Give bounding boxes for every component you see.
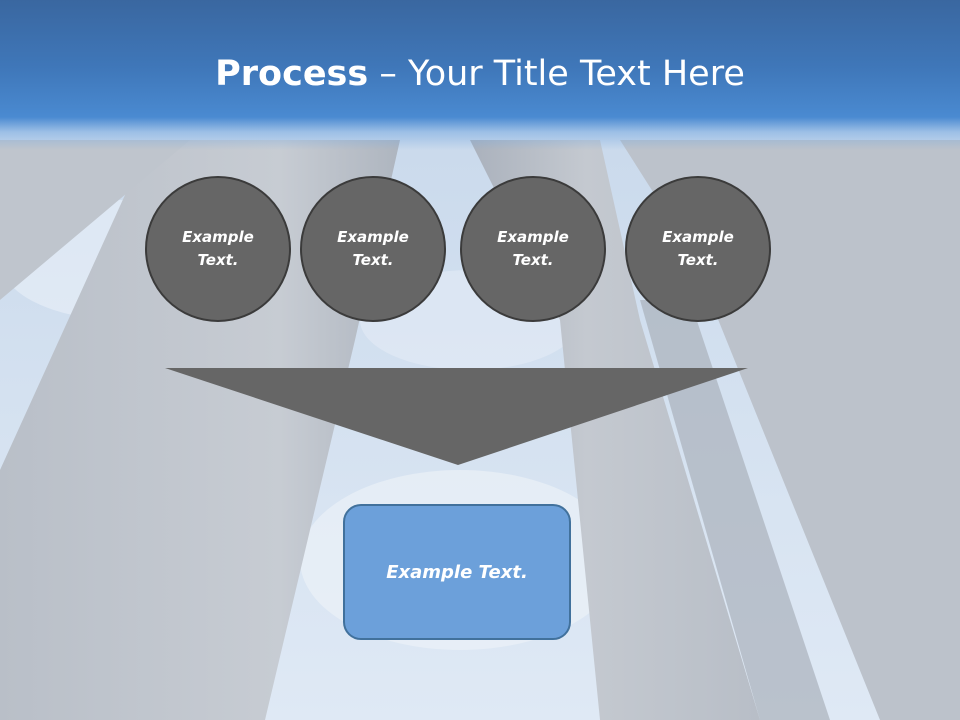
input-circle-2-label: Example Text. [337, 228, 409, 269]
input-circle-1: Example Text. [145, 176, 291, 322]
title-band [0, 0, 960, 150]
result-box: Example Text. [343, 504, 571, 640]
title-bold: Process [215, 54, 369, 94]
input-circle-1-label: Example Text. [182, 228, 254, 269]
input-circle-2: Example Text. [300, 176, 446, 322]
title-rest: – Your Title Text Here [368, 54, 745, 94]
input-circle-3-label: Example Text. [497, 228, 569, 269]
input-circle-4: Example Text. [625, 176, 771, 322]
slide-title: Process – Your Title Text Here [0, 50, 960, 98]
input-circle-4-label: Example Text. [662, 228, 734, 269]
input-circle-3: Example Text. [460, 176, 606, 322]
result-box-label: Example Text. [386, 561, 528, 583]
